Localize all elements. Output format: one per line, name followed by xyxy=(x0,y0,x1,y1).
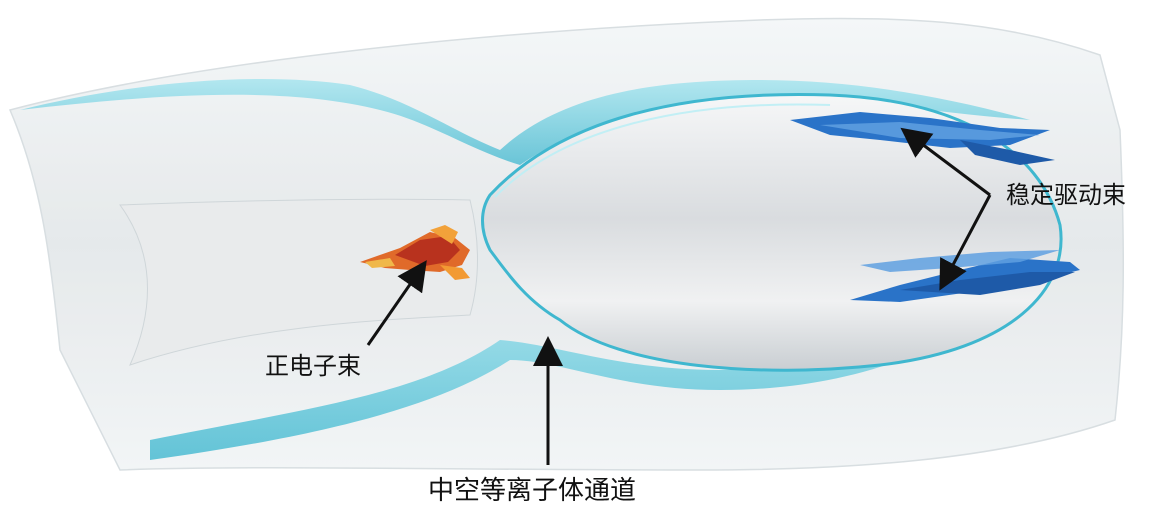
positron-beam-label: 正电子束 xyxy=(265,346,361,381)
drive-beams-label: 稳定驱动束 xyxy=(1006,175,1126,210)
plasma-channel-label: 中空等离子体通道 xyxy=(428,470,636,507)
